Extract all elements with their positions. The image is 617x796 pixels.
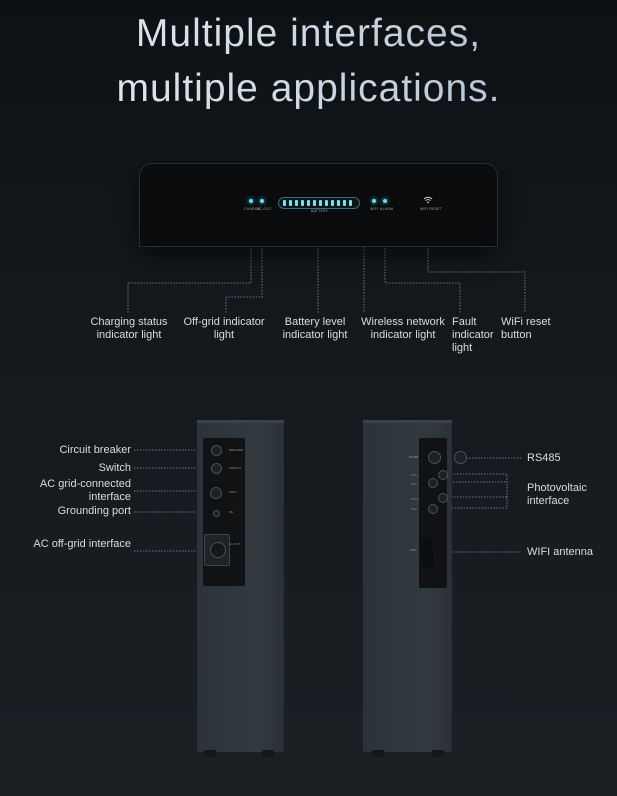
pv1p-port-label: PV1+ <box>411 473 419 477</box>
battery-segment <box>343 200 346 206</box>
offgrid-indicator-callout: Off-grid indicator light <box>183 316 265 341</box>
acout-panel-label: AC OUT <box>257 207 272 211</box>
ac-offgrid-socket <box>204 534 230 566</box>
headline: Multiple interfaces, multiple applicatio… <box>0 6 617 116</box>
battery-segment <box>289 200 292 206</box>
battery-segment <box>319 200 322 206</box>
battery-segment <box>307 200 310 206</box>
battery-segment <box>349 200 352 206</box>
circuit-breaker-port <box>211 445 222 456</box>
battery-panel-label: BATTERY <box>311 209 329 213</box>
offgrid-interface-callout: AC off-grid interface <box>33 538 131 550</box>
wifi-reset-panel-label: WIFI RESET <box>420 207 443 211</box>
pe-port-label: PE <box>229 510 234 514</box>
rs485-port <box>428 451 441 464</box>
pv1-positive-port <box>438 470 448 480</box>
battery-segment <box>325 200 328 206</box>
battery-level-callout: Battery level indicator light <box>282 316 348 341</box>
socket-face <box>210 542 226 558</box>
switch-port-label: SWITCH <box>229 466 241 470</box>
grounding-port <box>213 510 220 517</box>
right-unit-top-edge <box>363 420 452 423</box>
grid-port-label: GRID <box>229 490 237 494</box>
wifi-port-label: WIFI <box>410 548 417 552</box>
grid-interface-callout: AC grid-connected interface <box>39 478 131 503</box>
grounding-port-callout: Grounding port <box>57 505 131 517</box>
control-panel: CHARGE AC OUT BATTERY WIFI ALARM WIFI RE… <box>140 164 497 246</box>
right-unit-body <box>363 420 452 752</box>
charge-indicator-led <box>249 199 253 203</box>
battery-segment <box>313 200 316 206</box>
charge-panel-label: CHARGE <box>244 207 261 211</box>
wifi-antenna-callout: WIFI antenna <box>527 546 594 558</box>
acout-port-label: AC OUT <box>229 542 241 546</box>
alarm-indicator-led <box>383 199 387 203</box>
battery-segment <box>337 200 340 206</box>
grid-port <box>210 487 222 499</box>
photovoltaic-callout: Photovoltaic interface <box>527 482 587 507</box>
wireless-network-callout: Wireless network indicator light <box>361 316 445 341</box>
left-unit-foot <box>204 750 216 757</box>
fault-indicator-callout: Fault indicator light <box>452 316 494 354</box>
left-unit-top-edge <box>197 420 284 423</box>
switch-callout: Switch <box>98 462 131 474</box>
battery-level-bar <box>278 197 360 209</box>
alarm-panel-label: ALARM <box>380 207 394 211</box>
wifi-reset-callout: WiFi reset button <box>501 316 551 341</box>
charging-status-callout: Charging status indicator light <box>90 316 168 341</box>
battery-segment <box>283 200 286 206</box>
wifi-indicator-led <box>372 199 376 203</box>
right-unit-foot <box>372 750 384 757</box>
wifi-reset-icon <box>423 196 433 204</box>
battery-segment <box>295 200 298 206</box>
pv2-negative-port <box>428 504 438 514</box>
rs485-port-label: RS485 <box>409 455 419 459</box>
wifi-panel-label: WIFI <box>370 207 379 211</box>
battery-segment <box>301 200 304 206</box>
rs485-port-cap <box>454 451 467 464</box>
headline-line-1: Multiple interfaces, <box>135 12 482 55</box>
pv2-positive-port <box>438 493 448 503</box>
pv2n-port-label: PV2- <box>411 507 418 511</box>
left-unit-foot <box>262 750 274 757</box>
circuit-breaker-callout: Circuit breaker <box>59 444 131 456</box>
rs485-callout: RS485 <box>527 452 561 464</box>
left-unit-body <box>197 420 284 752</box>
right-unit-foot <box>432 750 444 757</box>
battery-segment <box>331 200 334 206</box>
pv2p-port-label: PV2+ <box>411 497 419 501</box>
headline-line-2: multiple applications. <box>116 67 501 110</box>
acout-indicator-led <box>260 199 264 203</box>
switch-port <box>211 463 222 474</box>
breaker-port-label: BREAKER <box>229 448 244 452</box>
pv1n-port-label: PV1- <box>411 482 418 486</box>
pv1-negative-port <box>428 478 438 488</box>
